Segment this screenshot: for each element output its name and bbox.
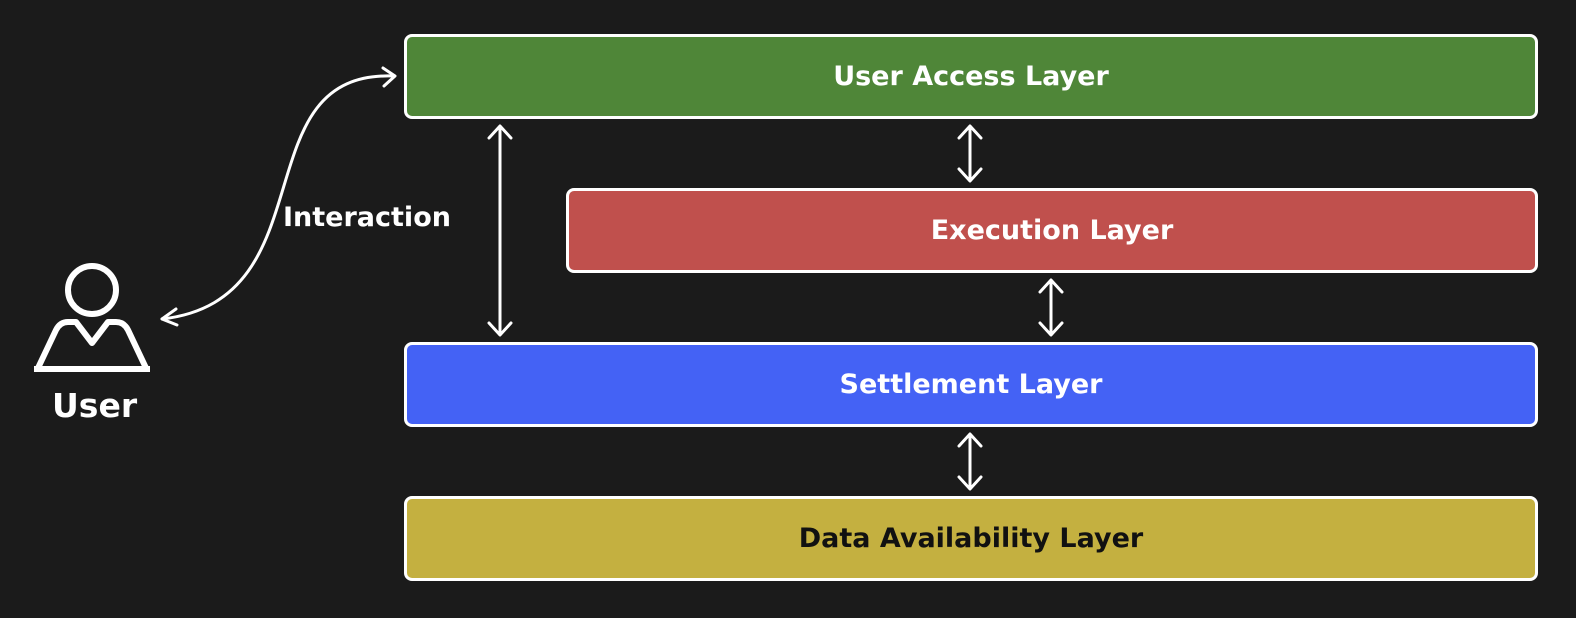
user-access-layer-label: User Access Layer xyxy=(833,61,1109,92)
settlement-layer-box: Settlement Layer xyxy=(404,342,1538,427)
double-headed-arrow-icon xyxy=(957,124,983,183)
double-headed-arrow-icon xyxy=(957,432,983,491)
data-availability-layer-label: Data Availability Layer xyxy=(798,523,1144,554)
user-label: User xyxy=(52,386,138,425)
settlement-layer-label: Settlement Layer xyxy=(839,369,1103,400)
interaction-label: Interaction xyxy=(283,202,451,233)
double-headed-arrow-icon xyxy=(487,124,513,337)
execution-layer-box: Execution Layer xyxy=(566,188,1538,273)
execution-layer-label: Execution Layer xyxy=(930,215,1174,246)
interaction-arrow xyxy=(160,66,397,327)
double-headed-arrow-icon xyxy=(1038,278,1064,337)
user-access-layer-box: User Access Layer xyxy=(404,34,1538,119)
data-availability-layer-box: Data Availability Layer xyxy=(404,496,1538,581)
user-person-icon xyxy=(34,263,150,372)
